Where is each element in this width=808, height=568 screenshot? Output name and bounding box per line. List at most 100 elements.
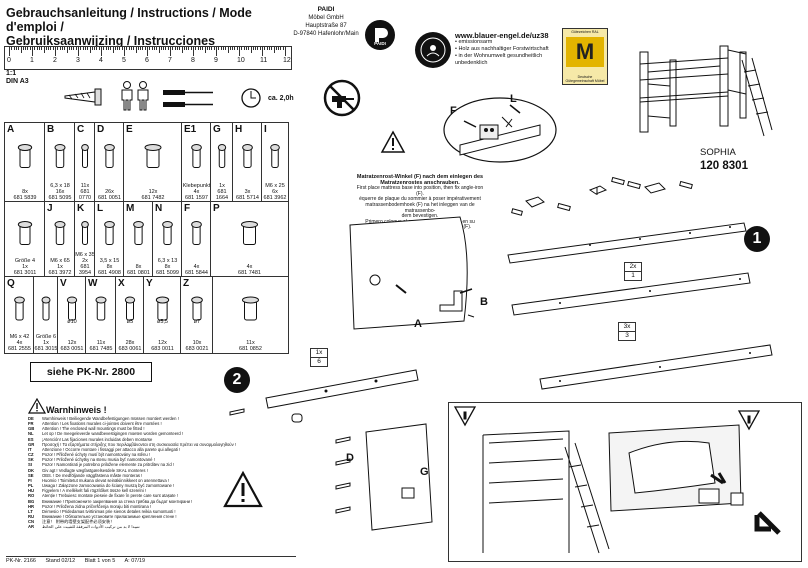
ruler-tick (38, 47, 40, 50)
warning-text: Внимание ! Обязательно установите прилаг… (42, 513, 177, 519)
ruler-tick (87, 47, 89, 50)
ruler-tick (195, 47, 197, 50)
ruler-tick (153, 47, 155, 50)
language-code: SK (28, 457, 34, 463)
part-drawing (66, 296, 78, 321)
part-letter: Y (146, 278, 153, 289)
part-quantity: 1x (219, 183, 225, 189)
ruler-tick (34, 47, 36, 50)
ruler-tick (199, 47, 201, 50)
ruler-tick (216, 47, 217, 56)
part-number: 681 1597 (185, 195, 208, 201)
language-code: SE (28, 472, 34, 478)
part-drawing (162, 221, 173, 245)
ruler-tick (190, 47, 192, 50)
part-letter: B (47, 124, 55, 135)
tools-row (64, 81, 261, 111)
part-dimension: ø5 (126, 319, 134, 325)
part-drawing (54, 221, 66, 245)
title-line-1: Gebrauchsanleitung / Instructions / Mode… (6, 6, 252, 34)
ruler-number: 11 (260, 57, 268, 64)
ruler-tick (163, 47, 165, 50)
ruler-tick (20, 47, 22, 53)
language-code: ES (28, 436, 34, 442)
part-quantity: M6 x 35 (75, 252, 95, 258)
part-letter: I (264, 124, 267, 135)
ruler-tick (248, 47, 250, 50)
part-quantity: 4x (246, 264, 253, 270)
part-drawing (133, 221, 144, 245)
part-drawing (104, 144, 115, 168)
ruler-tick (204, 47, 206, 53)
ruler-tick (107, 47, 109, 50)
ruler-tick (96, 47, 98, 50)
warning-text: Pozor ! Přiložené úchyty musí být namont… (42, 452, 150, 458)
ruler-tick (218, 47, 220, 50)
ruler-tick (41, 47, 43, 50)
ruler-tick (137, 47, 139, 50)
ral-m-logo: M (566, 37, 604, 67)
ruler-tick (55, 47, 56, 56)
part-number: 681 0801 (127, 270, 150, 276)
ruler-number: 4 (99, 57, 103, 64)
part-quantity: 6x (272, 189, 278, 195)
part-number: 681 3015 (34, 346, 58, 352)
ruler-tick (36, 47, 38, 50)
ruler-tick (252, 47, 254, 50)
warning-small-icon (28, 398, 46, 414)
part-number: 681 2555 (8, 346, 31, 352)
part-number: 681 5839 (13, 195, 37, 201)
ruler-tick (117, 47, 119, 50)
ruler-tick (229, 47, 231, 50)
part-drawing (144, 144, 162, 168)
part-quantity: 6,3 x 18 (50, 183, 70, 189)
warning-text: Προσοχή ! Τα εξαρτήματα στήριξης που περ… (42, 441, 237, 447)
ruler-tick (45, 47, 47, 50)
ruler-tick (278, 47, 280, 50)
screwdriver-icon (163, 90, 213, 107)
wall-mount-illustration-box (448, 402, 802, 562)
part-quantity: 12x (148, 189, 158, 195)
part-drawing (217, 144, 227, 168)
ruler-tick (59, 47, 61, 50)
ruler-tick (156, 47, 158, 50)
warning-row: RU Внимание ! Обязательно установите прил… (28, 514, 298, 519)
language-code: RO (28, 493, 35, 499)
part-letter: W (88, 278, 98, 289)
part-drawing (242, 296, 259, 321)
ruler-tick (285, 47, 286, 56)
part-quantity: 10x (192, 340, 202, 346)
warning-text: OBS. ! De medföljande väggfästena måste … (42, 472, 143, 478)
part-number: 681 5095 (48, 195, 72, 201)
warning-text: Warnhinweis ! Beiliegende Wandbefestigun… (42, 416, 179, 421)
paidi-logo: PAIDI (365, 20, 395, 50)
warning-row: ES¡Atención! Las fijaciones murales incl… (28, 437, 298, 442)
step-1-badge: 1 (744, 226, 770, 252)
language-code: RU (28, 513, 35, 519)
ruler-tick (89, 47, 91, 53)
ral-quality-label: Gütezeichen RAL M Deutsche Gütegemeinsch… (562, 28, 608, 85)
ruler-tick (142, 47, 144, 50)
ruler-tick (25, 47, 27, 50)
warning-text: Uwaga ! Załączone zamocowania do ściany … (42, 483, 175, 489)
ruler-tick (188, 47, 190, 50)
warning-text: Pozor ! Priložené úchytky na stenu musia… (42, 457, 155, 463)
